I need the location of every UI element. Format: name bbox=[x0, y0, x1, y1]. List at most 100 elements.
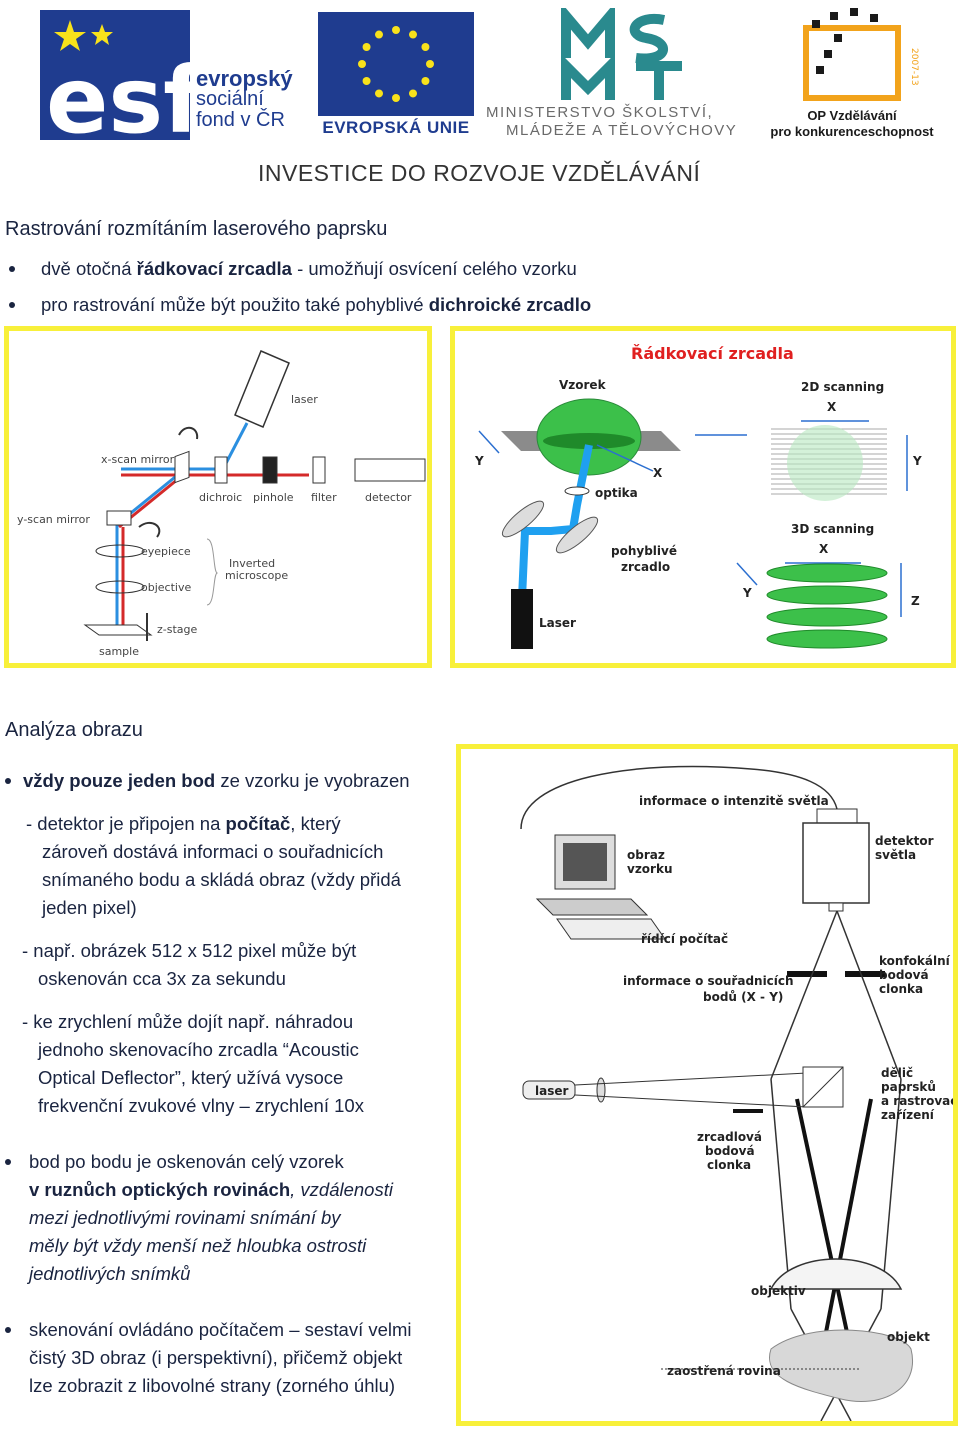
svg-text:sample: sample bbox=[99, 645, 139, 658]
esf-logo: esf evropský sociální fond v ČR bbox=[40, 10, 310, 154]
eu-star bbox=[362, 43, 371, 51]
detector-icon bbox=[802, 808, 870, 912]
svg-text:pinhole: pinhole bbox=[253, 491, 294, 504]
section2-detail-2: - např. obrázek 512 x 512 pixel může být… bbox=[22, 940, 357, 989]
svg-text:Y: Y bbox=[912, 454, 922, 468]
op-line-1: OP Vzdělávání bbox=[807, 108, 897, 123]
msmt-line-2: MLÁDEŽE A TĚLOVÝCHOVY bbox=[506, 122, 738, 139]
svg-text:detektor: detektor bbox=[875, 834, 934, 848]
svg-text:informace o intenzitě světla: informace o intenzitě světla bbox=[639, 794, 829, 808]
rotate-arrow-icon bbox=[138, 521, 161, 538]
svg-text:3D scanning: 3D scanning bbox=[791, 522, 874, 536]
svg-text:X: X bbox=[819, 542, 829, 556]
svg-text:pohyblivé: pohyblivé bbox=[611, 544, 677, 558]
op-logo: 2007-13 OP Vzdělávání pro konkurencescho… bbox=[762, 8, 942, 142]
msmt-line-1: MINISTERSTVO ŠKOLSTVÍ, bbox=[486, 104, 714, 121]
svg-text:Řádkovací zrcadla: Řádkovací zrcadla bbox=[631, 344, 794, 363]
svg-text:zaostřená rovina: zaostřená rovina bbox=[667, 1364, 781, 1378]
svg-text:x-scan mirror: x-scan mirror bbox=[101, 453, 175, 466]
svg-text:clonka: clonka bbox=[879, 982, 923, 996]
svg-text:X: X bbox=[827, 400, 837, 414]
svg-text:eyepiece: eyepiece bbox=[141, 545, 191, 558]
svg-text:laser: laser bbox=[535, 1084, 568, 1098]
svg-text:microscope: microscope bbox=[225, 569, 288, 582]
op-line-2: pro konkurenceschopnost bbox=[770, 124, 934, 139]
eu-label: EVROPSKÁ UNIE bbox=[322, 118, 470, 137]
svg-text:bodů (X - Y): bodů (X - Y) bbox=[703, 990, 783, 1004]
section1-title: Rastrování rozmítáním laserového paprsku bbox=[5, 218, 388, 240]
laser-source-icon bbox=[522, 1072, 808, 1108]
eu-star bbox=[392, 26, 400, 34]
svg-text:a rastrovací: a rastrovací bbox=[881, 1094, 953, 1108]
svg-text:y-scan mirror: y-scan mirror bbox=[17, 513, 90, 526]
section2-bullet-1: vždy pouze jeden bod ze vzorku je vyobra… bbox=[5, 767, 410, 795]
eu-star bbox=[421, 77, 430, 85]
eu-star bbox=[392, 94, 400, 102]
msmt-mark-icon bbox=[561, 2, 682, 100]
svg-text:zařízení: zařízení bbox=[881, 1108, 935, 1122]
svg-text:z-stage: z-stage bbox=[157, 623, 198, 636]
svg-text:řídící počítač: řídící počítač bbox=[641, 932, 728, 946]
eu-star bbox=[362, 77, 371, 85]
eu-star bbox=[409, 89, 417, 98]
eu-star bbox=[375, 30, 383, 39]
bullet-icon bbox=[9, 266, 15, 272]
section2-detail-1: - detektor je připojen na počítač, který… bbox=[26, 813, 401, 918]
op-mark-icon: 2007-13 bbox=[803, 8, 919, 101]
svg-text:informace o souřadnicích: informace o souřadnicích bbox=[623, 974, 794, 988]
svg-text:bodová: bodová bbox=[705, 1144, 755, 1158]
svg-text:optika: optika bbox=[595, 486, 638, 500]
esf-line-2: sociální bbox=[196, 88, 264, 110]
figure-confocal-microscope: informace o intenzitě světla detektor sv… bbox=[456, 744, 960, 1426]
section2-title: Analýza obrazu bbox=[5, 719, 143, 741]
svg-text:Vzorek: Vzorek bbox=[559, 378, 607, 392]
bullet-icon bbox=[5, 778, 11, 784]
rotate-arrow-icon bbox=[178, 426, 199, 440]
eu-star bbox=[409, 30, 417, 39]
svg-text:obraz: obraz bbox=[627, 848, 665, 862]
svg-text:objektiv: objektiv bbox=[751, 1284, 806, 1298]
svg-text:2007-13: 2007-13 bbox=[909, 48, 919, 86]
svg-text:dichroic: dichroic bbox=[199, 491, 242, 504]
svg-text:detector: detector bbox=[365, 491, 412, 504]
svg-text:dělič: dělič bbox=[881, 1066, 913, 1080]
svg-text:zrcadlo: zrcadlo bbox=[621, 560, 670, 574]
msmt-logo: MINISTERSTVO ŠKOLSTVÍ, MLÁDEŽE A TĚLOVÝC… bbox=[486, 2, 756, 140]
svg-text:Z: Z bbox=[911, 594, 920, 608]
section2-bullet-3: skenování ovládáno počítačem – sestaví v… bbox=[5, 1316, 479, 1400]
svg-text:Y: Y bbox=[742, 586, 752, 600]
eu-flag-icon bbox=[318, 12, 474, 116]
svg-text:Inverted: Inverted bbox=[229, 557, 275, 570]
header: esf evropský sociální fond v ČR EVROPSKÁ… bbox=[0, 0, 960, 200]
svg-text:Laser: Laser bbox=[539, 616, 576, 630]
esf-mark-icon: esf bbox=[40, 10, 204, 154]
svg-text:filter: filter bbox=[311, 491, 337, 504]
svg-text:X: X bbox=[653, 466, 663, 480]
svg-text:bodová: bodová bbox=[879, 968, 929, 982]
svg-text:objekt: objekt bbox=[887, 1330, 930, 1344]
eu-star bbox=[421, 43, 430, 51]
banner: INVESTICE DO ROZVOJE VZDĚLÁVÁNÍ bbox=[258, 160, 701, 186]
svg-text:objective: objective bbox=[141, 581, 191, 594]
section1-bullet-1: dvě otočná řádkovací zrcadla - umožňují … bbox=[5, 258, 577, 280]
section1-bullet-2: pro rastrování může být použito také poh… bbox=[5, 294, 591, 316]
figure-confocal-scheme: laser x-scan mirror dichroic pinhole bbox=[4, 326, 432, 668]
svg-text:konfokální: konfokální bbox=[879, 954, 951, 968]
svg-text:esf: esf bbox=[46, 47, 190, 140]
svg-text:vzorku: vzorku bbox=[627, 862, 673, 876]
svg-text:2D scanning: 2D scanning bbox=[801, 380, 884, 394]
svg-text:laser: laser bbox=[291, 393, 318, 406]
svg-text:světla: světla bbox=[875, 848, 916, 862]
eu-star bbox=[426, 60, 434, 68]
laser-tube-icon bbox=[511, 589, 533, 649]
svg-text:Y: Y bbox=[474, 454, 484, 468]
bullet-icon bbox=[5, 1327, 11, 1333]
svg-text:clonka: clonka bbox=[707, 1158, 751, 1172]
svg-text:zrcadlová: zrcadlová bbox=[697, 1130, 762, 1144]
eu-star bbox=[358, 60, 366, 68]
eu-star bbox=[375, 89, 383, 98]
esf-line-1: evropský bbox=[196, 66, 293, 91]
section2-bullet-2: bod po bodu je oskenován celý vzorek v r… bbox=[5, 1148, 469, 1288]
esf-line-3: fond v ČR bbox=[196, 109, 285, 131]
laser-icon bbox=[234, 350, 290, 428]
